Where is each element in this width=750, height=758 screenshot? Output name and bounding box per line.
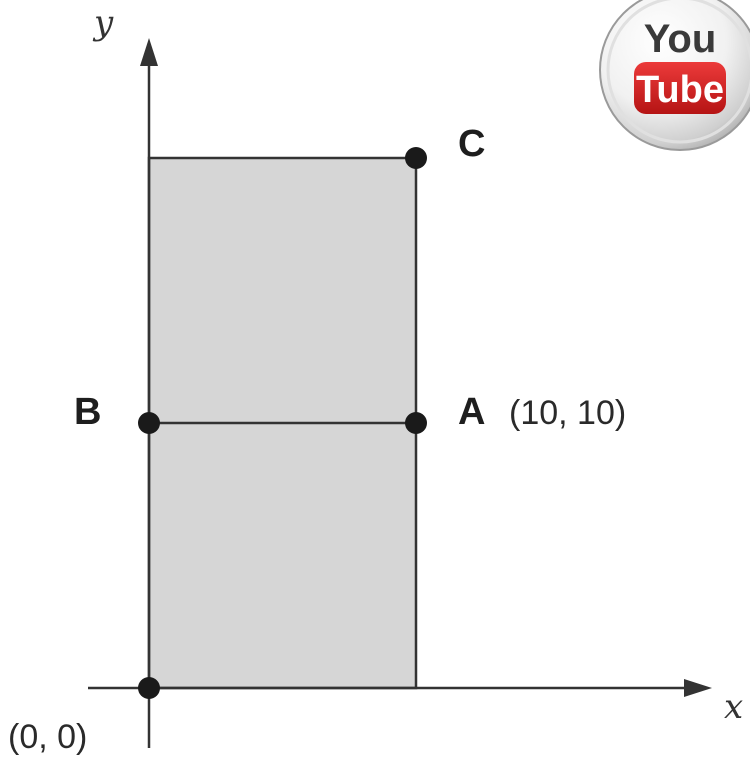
x-axis-arrowhead	[684, 679, 712, 697]
y-axis-label: y	[92, 3, 114, 43]
point-c-name: C	[458, 123, 485, 165]
youtube-logo-tube-box	[634, 62, 726, 114]
youtube-logo-tube: Tube	[636, 69, 724, 111]
point-a	[405, 412, 427, 434]
origin-label: (0, 0)	[8, 718, 87, 756]
point-a-name: A	[458, 391, 485, 433]
youtube-logo: You Tube	[599, 0, 750, 151]
point-origin	[138, 677, 160, 699]
point-a-coordinates: (10, 10)	[509, 394, 626, 432]
x-axis-label: x	[724, 687, 743, 727]
youtube-logo-you: You	[644, 17, 717, 61]
point-b	[138, 412, 160, 434]
y-axis-arrowhead	[140, 38, 158, 66]
point-c	[405, 147, 427, 169]
youtube-logo-rim	[606, 0, 750, 144]
point-b-name: B	[74, 391, 101, 433]
